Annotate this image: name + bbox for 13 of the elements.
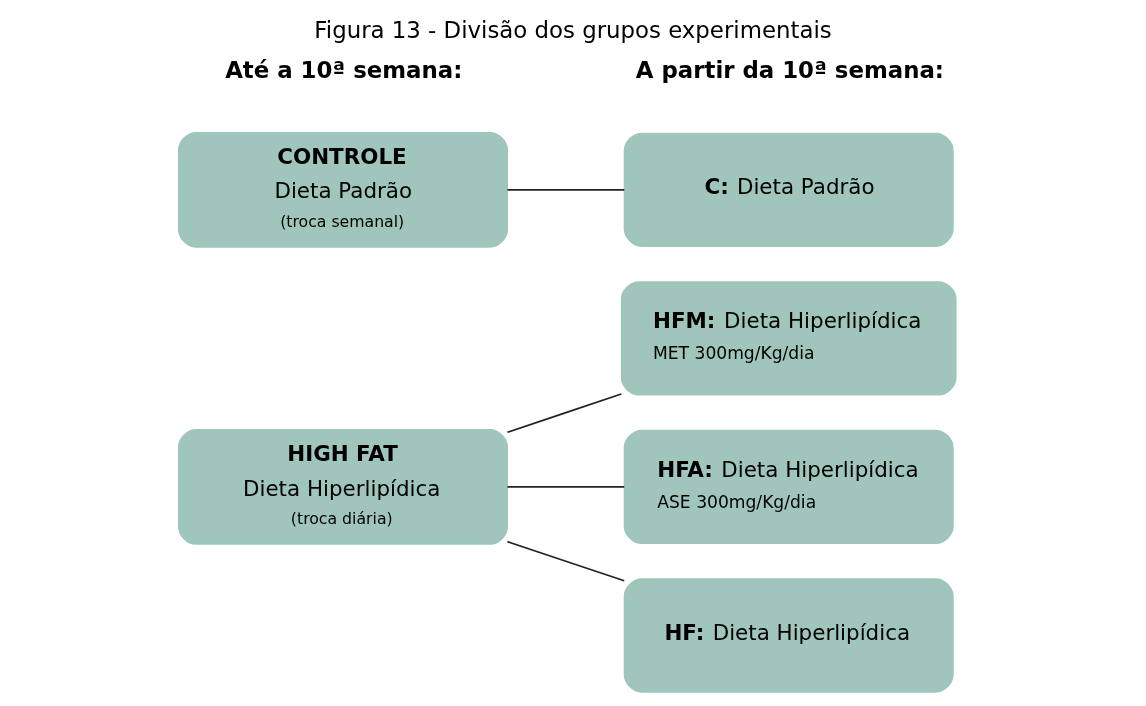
label: Até a 10ª semana: [225,57,463,84]
node-box: HIGH FAT Dieta Hiperlipídica (troca diária) [178,429,508,545]
connector [506,540,626,582]
node-box: HFM: Dieta Hiperlipídica MET 300mg/Kg/dia [620,281,957,396]
node-box: HF: Dieta Hiperlipídica [623,578,954,693]
connector [506,393,623,434]
diagram-title: Figura 13 - Divisão dos grupos experimentais [314,17,832,44]
connector [506,188,626,191]
node-box: C: Dieta Padrão [623,132,954,247]
connector [506,486,626,488]
node-box: CONTROLE Dieta Padrão (troca semanal) [178,131,508,248]
label: A partir da 10ª semana: [635,57,944,84]
node-box: HFA: Dieta Hiperlipídica ASE 300mg/Kg/dia [623,429,954,545]
